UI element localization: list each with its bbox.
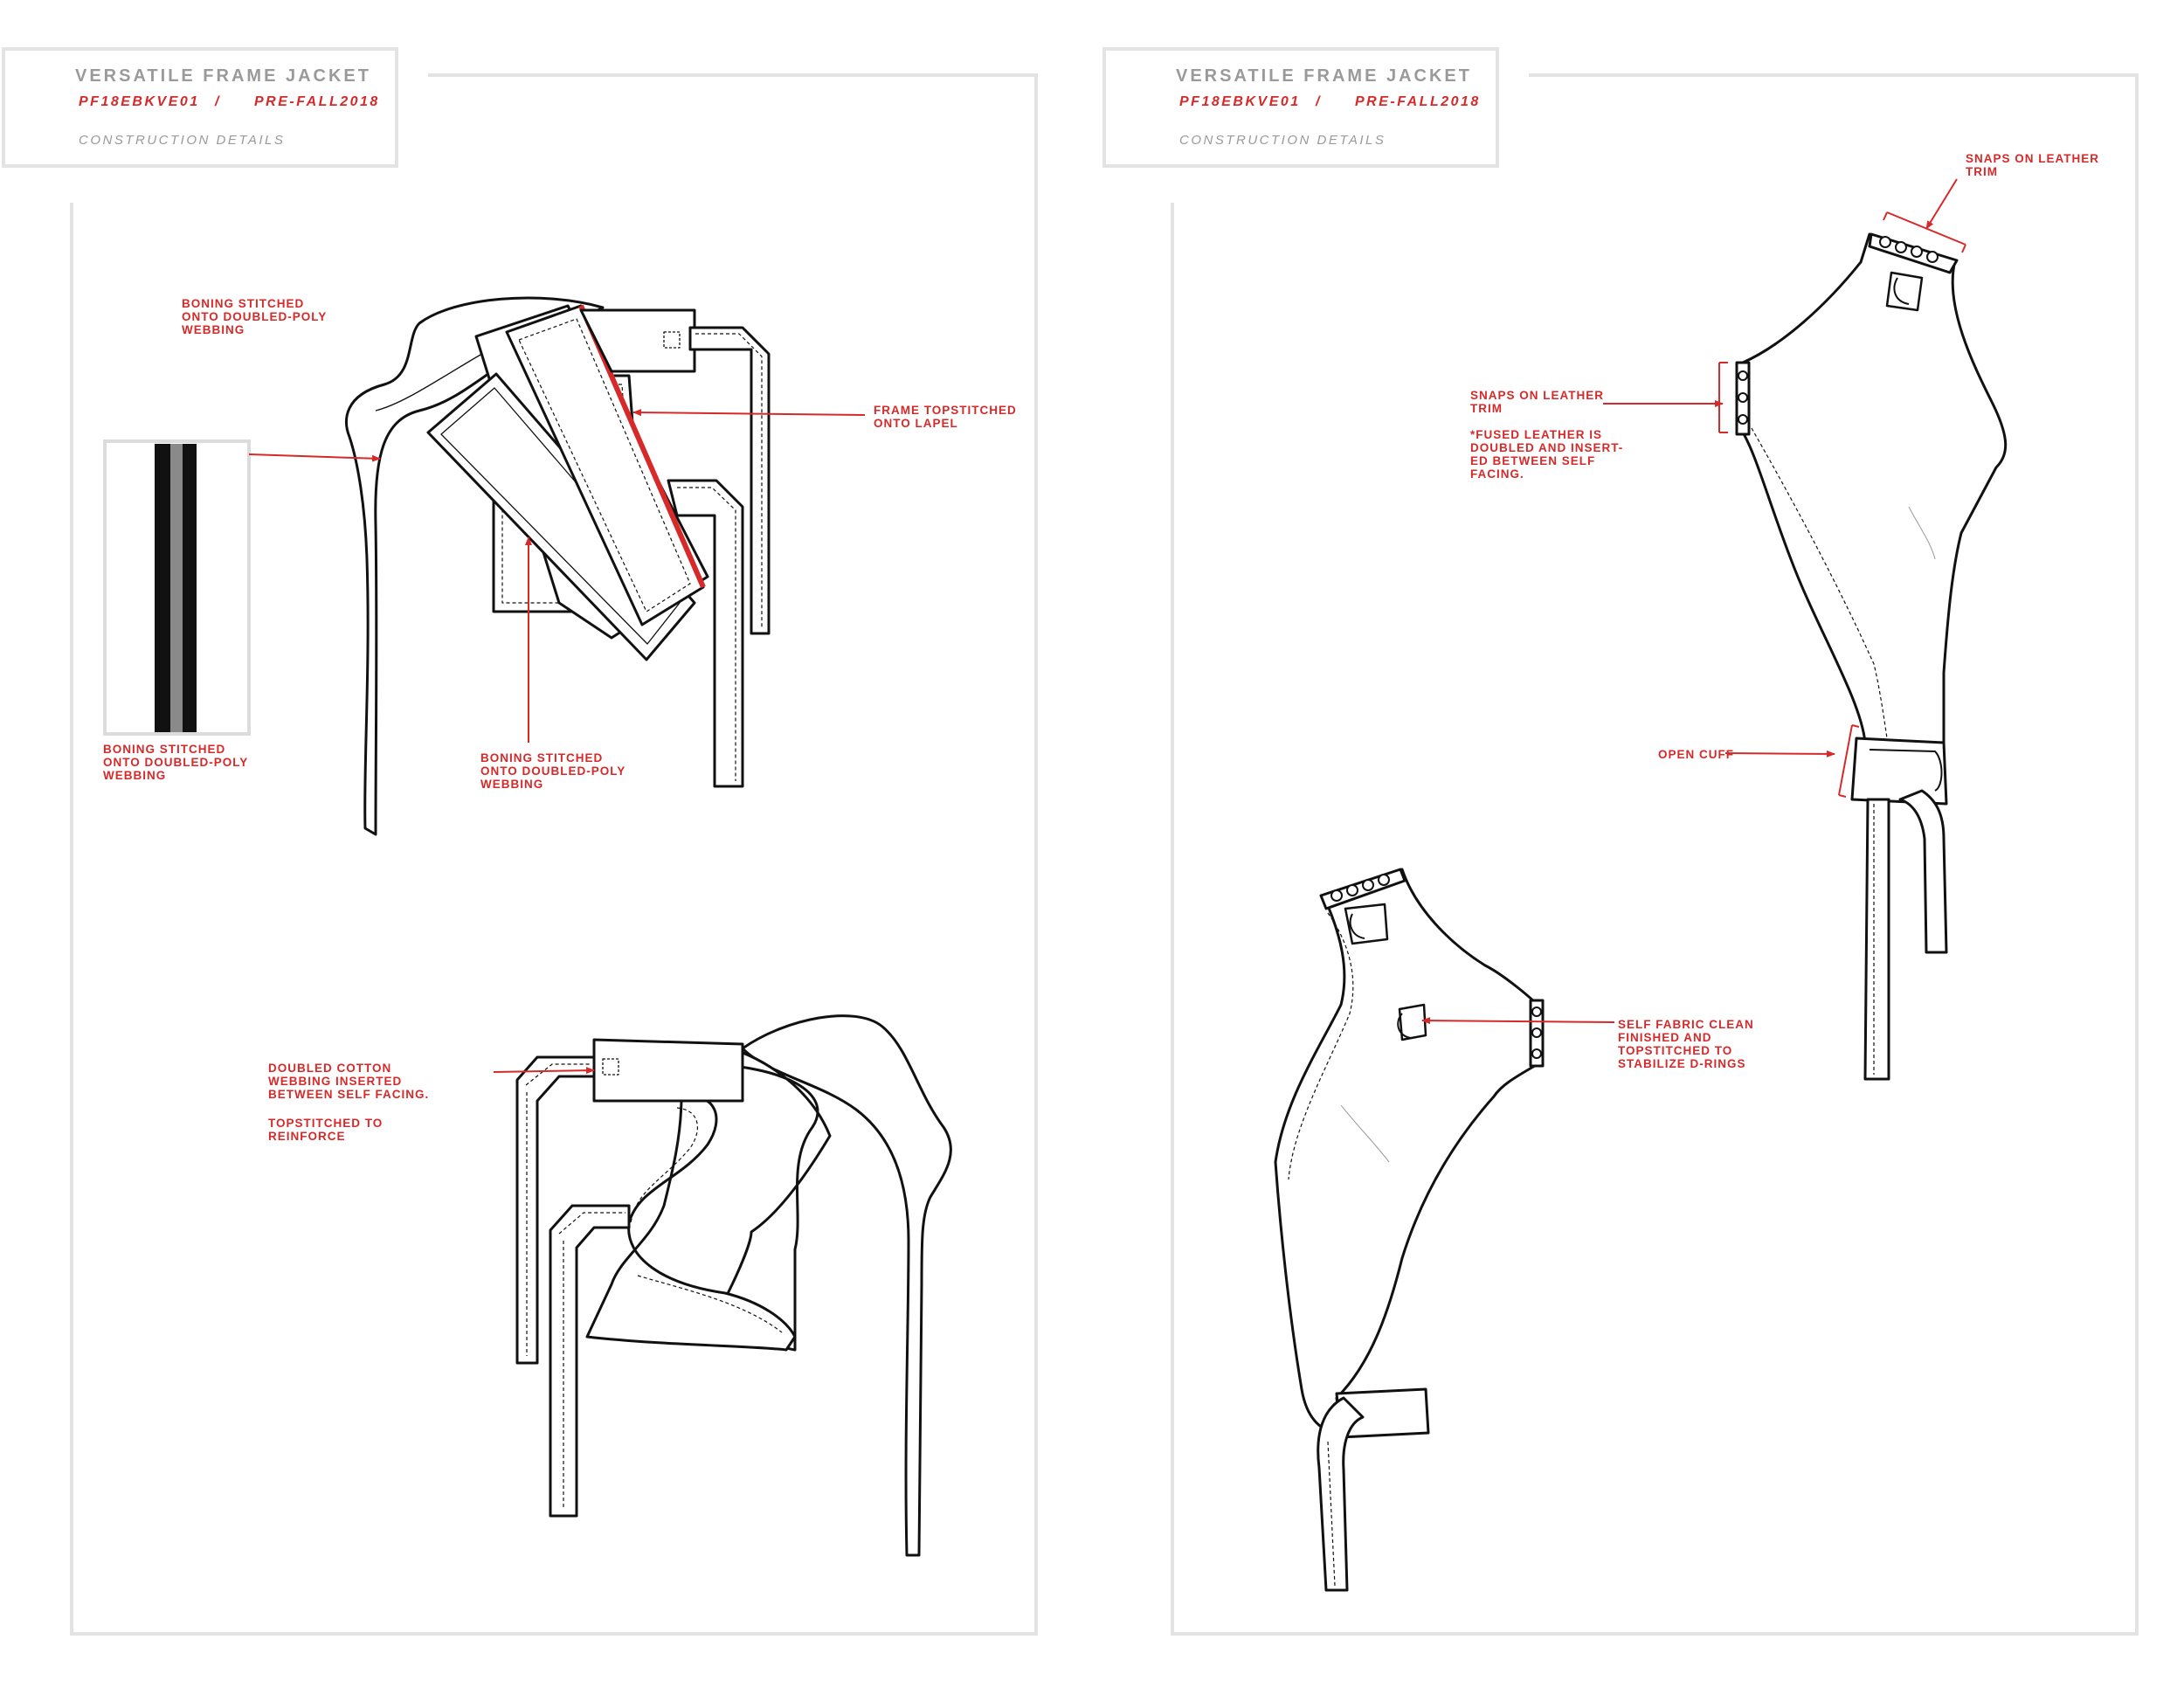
- right-page-frame: [1171, 73, 2139, 1636]
- header-season: PRE-FALL2018: [254, 94, 380, 109]
- callout-leaders: [248, 178, 1966, 1075]
- sleeve-bottom-body: [1274, 868, 1539, 1435]
- leader-frame-topstitched: [632, 409, 866, 417]
- d-ring-bottom-1: [1344, 903, 1389, 945]
- header-subtitle: CONSTRUCTION DETAILS: [1179, 133, 1386, 148]
- webbing-tab-bottom: [592, 1038, 744, 1103]
- sleeve-bottom-drawing: [1274, 868, 1545, 1592]
- hanging-strap-2: [667, 479, 744, 788]
- header-title: VERSATILE FRAME JACKET: [75, 66, 371, 86]
- callout-snaps-top: SNAPS ON LEATHER TRIM: [1966, 152, 2100, 178]
- sleeve-top-drawing: [1735, 232, 2008, 1081]
- sleeve-top-body: [1741, 232, 2008, 744]
- sleeve-strap-bottom: [1317, 1396, 1365, 1592]
- leader-doubled-cotton: [493, 1067, 595, 1075]
- header-season: PRE-FALL2018: [1355, 94, 1481, 109]
- bracket-open-cuff: [1838, 724, 1860, 798]
- header-separator: /: [215, 94, 219, 109]
- right-header-box: VERSATILE FRAME JACKET PF18EBKVE01 / PRE…: [1102, 47, 1499, 168]
- sleeve-strap-top: [1863, 798, 1890, 1081]
- callout-boning-swatch: BONING STITCHED ONTO DOUBLED-POLY WEBBIN…: [103, 743, 249, 782]
- callout-frame-topstitched: FRAME TOPSTITCHED ONTO LAPEL: [874, 404, 1017, 430]
- d-ring-top: [1885, 271, 1924, 312]
- lapel-frame-drawing: [345, 296, 771, 836]
- callout-fused-leather: *FUSED LEATHER IS DOUBLED AND INSERT- ED…: [1470, 428, 1624, 481]
- header-separator: /: [1316, 94, 1320, 109]
- webbing-tab-top: [579, 308, 696, 373]
- left-page-frame: [70, 73, 1038, 1636]
- callout-snaps-left: SNAPS ON LEATHER TRIM: [1470, 389, 1605, 415]
- callout-self-fabric: SELF FABRIC CLEAN FINISHED AND TOPSTITCH…: [1618, 1018, 1754, 1070]
- header-subtitle: CONSTRUCTION DETAILS: [79, 133, 286, 148]
- sleeve-strap-top-2: [1898, 789, 1948, 954]
- leader-self-fabric: [1421, 1017, 1615, 1025]
- hanging-strap-b: [549, 1204, 631, 1518]
- header-title: VERSATILE FRAME JACKET: [1176, 66, 1472, 86]
- header-style-code: PF18EBKVE01: [1179, 94, 1301, 109]
- shoulder-curve: [741, 1014, 952, 1557]
- header-style-code: PF18EBKVE01: [79, 94, 200, 109]
- callout-open-cuff: OPEN CUFF: [1658, 748, 1735, 761]
- shoulder-facing-drawing: [515, 1014, 952, 1557]
- bracket-snaps-left: [1718, 362, 1728, 433]
- callout-boning-top: BONING STITCHED ONTO DOUBLED-POLY WEBBIN…: [182, 297, 328, 336]
- hanging-strap-a: [515, 1055, 596, 1365]
- boning-swatch: [103, 439, 251, 736]
- d-ring-bottom-2: [1398, 1003, 1427, 1041]
- callout-doubled-cotton: DOUBLED COTTON WEBBING INSERTED BETWEEN …: [268, 1062, 430, 1101]
- left-header-box: VERSATILE FRAME JACKET PF18EBKVE01 / PRE…: [2, 47, 398, 168]
- callout-topstitched-reinforce: TOPSTITCHED TO REINFORCE: [268, 1117, 384, 1143]
- callout-boning-center: BONING STITCHED ONTO DOUBLED-POLY WEBBIN…: [480, 751, 626, 791]
- leader-boning-swatch: [248, 453, 381, 462]
- open-cuff: [1850, 737, 1948, 806]
- leader-open-cuff: [1724, 750, 1835, 758]
- curved-facing: [585, 1094, 797, 1352]
- bracket-snaps-top: [1883, 211, 1966, 253]
- leader-snaps-top: [1925, 178, 1958, 230]
- collar-band: [345, 296, 605, 836]
- hanging-strap-1: [688, 326, 771, 635]
